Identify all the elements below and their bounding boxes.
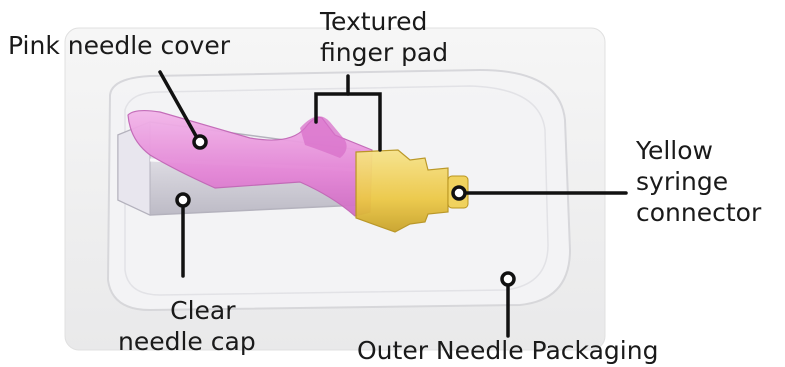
label-yellow-line-3: connector — [636, 197, 761, 228]
label-yellow-line-2: syringe — [636, 166, 761, 197]
label-textured-line-1: Textured — [320, 6, 448, 37]
label-clear-line-1: Clear — [118, 295, 256, 326]
outer-packaging-marker — [502, 273, 514, 285]
label-yellow-line-1: Yellow — [636, 135, 761, 166]
clear-cap-marker — [177, 194, 189, 206]
label-clear-needle-cap: Clear needle cap — [118, 295, 256, 357]
label-textured-line-2: finger pad — [320, 37, 448, 68]
label-yellow-syringe-connector: Yellow syringe connector — [636, 135, 761, 228]
yellow-connector-marker — [453, 187, 465, 199]
label-textured-finger-pad: Textured finger pad — [320, 6, 448, 68]
label-clear-line-2: needle cap — [118, 326, 256, 357]
pink-cover-marker — [194, 136, 206, 148]
label-pink-needle-cover: Pink needle cover — [8, 30, 230, 61]
label-outer-needle-packaging: Outer Needle Packaging — [357, 335, 658, 366]
